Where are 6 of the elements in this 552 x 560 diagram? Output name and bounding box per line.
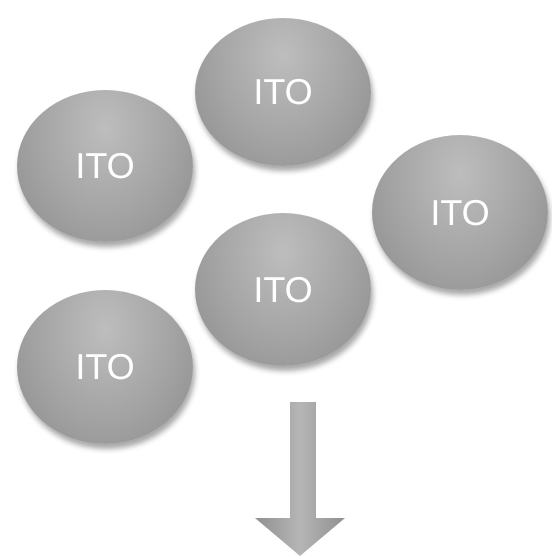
node-label: ITO bbox=[75, 349, 135, 385]
node-label: ITO bbox=[253, 74, 313, 110]
ellipse-node bbox=[195, 213, 371, 366]
node-label: ITO bbox=[75, 148, 135, 184]
node-label: ITO bbox=[253, 272, 313, 308]
node-label: ITO bbox=[430, 194, 490, 230]
